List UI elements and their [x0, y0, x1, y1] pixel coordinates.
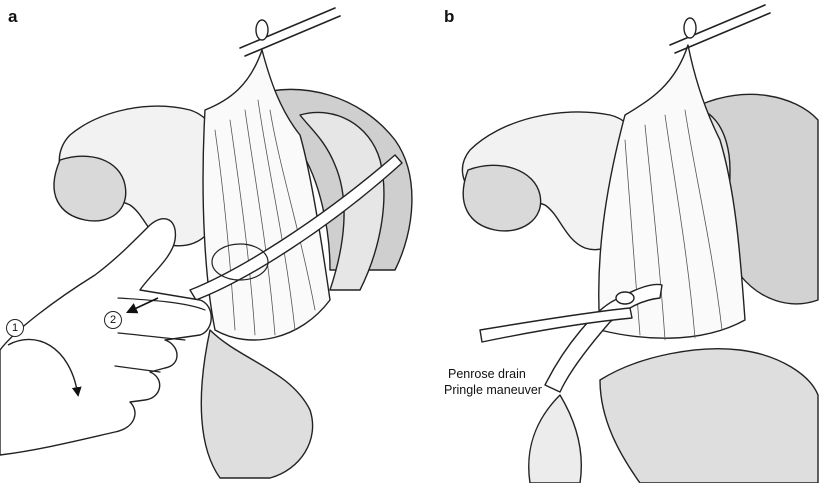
panel-a-foramen	[211, 243, 269, 281]
panel-a-hand	[0, 218, 212, 456]
panel-b-ligament	[598, 44, 746, 339]
panel-a-instrument	[189, 154, 403, 301]
panel-a-finger-lines	[114, 297, 206, 373]
panel-a-forceps	[239, 7, 341, 57]
panel-b-drawing	[461, 4, 819, 483]
panel-a-ligament-fibers	[214, 99, 316, 336]
panel-b-ligament-fibers	[624, 109, 723, 341]
panel-label-a: a	[8, 7, 18, 26]
penrose-drain-loop	[615, 291, 635, 305]
penrose-drain-label: Penrose drain	[448, 367, 526, 381]
panel-a-drawing	[0, 7, 413, 479]
panel-label-b: b	[444, 7, 455, 26]
panel-b-bowel	[599, 348, 819, 483]
panel-b-bowel-left	[528, 394, 582, 483]
panel-b-forceps-tip	[683, 17, 697, 39]
step-marker-1: 1	[6, 319, 24, 337]
push-arrow-2	[125, 297, 159, 314]
panel-b-forceps	[669, 4, 771, 54]
panel-a-ligament	[202, 49, 331, 341]
panel-a-gallbladder	[53, 155, 127, 222]
rotation-arrow-1	[7, 338, 82, 397]
panel-b-gallbladder	[462, 164, 542, 232]
panel-a-forceps-tip	[255, 19, 269, 41]
panel-a-bowel	[200, 329, 314, 479]
step-marker-2: 2	[104, 311, 122, 329]
pringle-maneuver-label: Pringle maneuver	[444, 383, 542, 397]
penrose-drain-tail	[479, 307, 633, 343]
panel-a-duodenum	[299, 111, 385, 291]
